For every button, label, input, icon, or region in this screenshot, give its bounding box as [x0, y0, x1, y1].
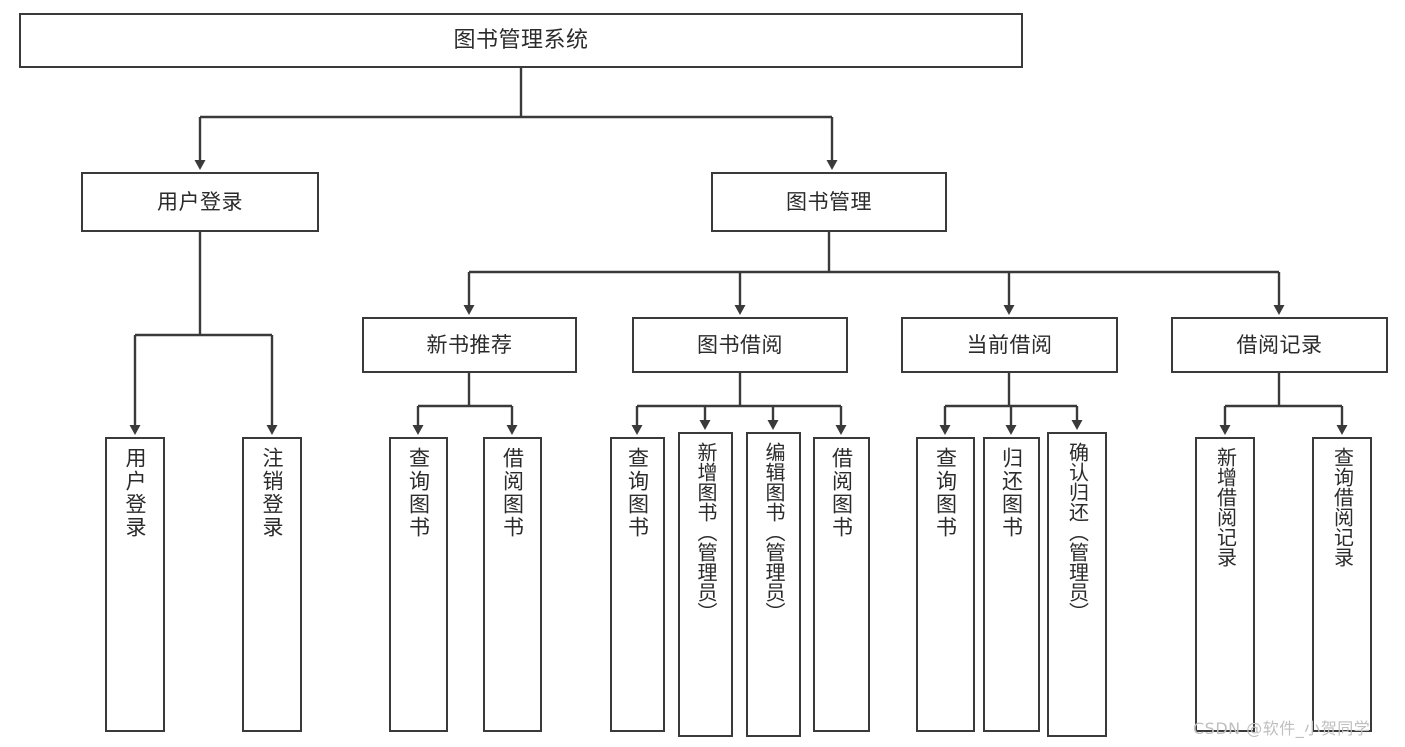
- csdn-watermark: CSDN @软件_小贺同学: [1193, 719, 1371, 738]
- leaf-add-book-admin[interactable]: 新增图书（管理员）: [678, 432, 733, 737]
- node-root[interactable]: 图书管理系统: [19, 13, 1023, 68]
- leaf-query-book-recommend-label: 查询图书: [406, 447, 431, 539]
- node-book-management-label: 图书管理: [786, 189, 872, 214]
- leaf-return-book-label: 归还图书: [999, 447, 1024, 539]
- leaf-logout[interactable]: 注销登录: [242, 437, 302, 732]
- node-book-borrow-label: 图书借阅: [697, 332, 783, 357]
- leaf-query-book-recommend[interactable]: 查询图书: [389, 437, 448, 732]
- leaf-query-book-borrow[interactable]: 查询图书: [610, 437, 665, 732]
- leaf-query-book-current[interactable]: 查询图书: [916, 437, 975, 732]
- node-borrow-records-label: 借阅记录: [1236, 332, 1323, 357]
- leaf-confirm-return-admin-label: 确认归还（管理员）: [1065, 442, 1090, 622]
- leaf-confirm-return-admin[interactable]: 确认归还（管理员）: [1047, 432, 1107, 737]
- leaf-edit-book-admin[interactable]: 编辑图书（管理员）: [746, 432, 801, 737]
- node-current-borrow-label: 当前借阅: [966, 332, 1053, 357]
- node-book-borrow[interactable]: 图书借阅: [632, 317, 848, 373]
- leaf-query-book-current-label: 查询图书: [933, 447, 958, 539]
- node-user-login[interactable]: 用户登录: [81, 172, 319, 232]
- leaf-return-book[interactable]: 归还图书: [983, 437, 1040, 732]
- node-borrow-records[interactable]: 借阅记录: [1171, 317, 1388, 373]
- node-new-book-recommend-label: 新书推荐: [426, 332, 513, 357]
- leaf-user-login[interactable]: 用户登录: [105, 437, 165, 732]
- leaf-borrow-book[interactable]: 借阅图书: [813, 437, 870, 732]
- node-book-management[interactable]: 图书管理: [711, 172, 947, 232]
- leaf-borrow-book-label: 借阅图书: [829, 447, 854, 539]
- leaf-query-book-borrow-label: 查询图书: [625, 447, 650, 539]
- leaf-add-borrow-record[interactable]: 新增借阅记录: [1195, 437, 1255, 732]
- leaf-borrow-book-recommend-label: 借阅图书: [500, 447, 525, 539]
- leaf-user-login-label: 用户登录: [123, 447, 148, 539]
- node-current-borrow[interactable]: 当前借阅: [901, 317, 1118, 373]
- node-root-label: 图书管理系统: [453, 27, 589, 53]
- leaf-edit-book-admin-label: 编辑图书（管理员）: [762, 442, 786, 622]
- leaf-borrow-book-recommend[interactable]: 借阅图书: [483, 437, 542, 732]
- leaf-logout-label: 注销登录: [260, 447, 285, 539]
- node-user-login-label: 用户登录: [157, 189, 243, 214]
- leaf-query-borrow-record[interactable]: 查询借阅记录: [1312, 437, 1372, 732]
- node-new-book-recommend[interactable]: 新书推荐: [362, 317, 577, 373]
- leaf-add-borrow-record-label: 新增借阅记录: [1213, 447, 1238, 567]
- leaf-add-book-admin-label: 新增图书（管理员）: [694, 442, 718, 622]
- leaf-query-borrow-record-label: 查询借阅记录: [1330, 447, 1355, 567]
